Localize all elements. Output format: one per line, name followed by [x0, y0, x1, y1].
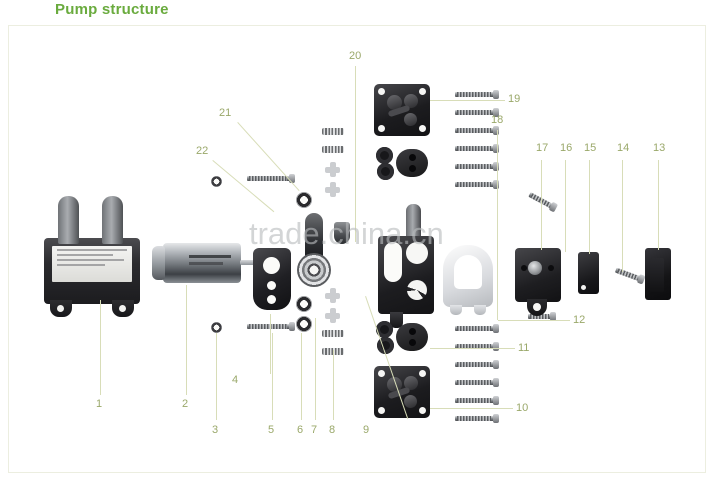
part-lower-valve-plate — [374, 366, 430, 418]
callout-label-18: 18 — [491, 114, 504, 126]
part-pump-assembly-body — [44, 196, 140, 317]
part-lower-screw-6 — [455, 414, 499, 423]
leader-line-7 — [315, 318, 316, 420]
part-cap-screw — [614, 267, 642, 282]
callout-label-3: 3 — [212, 424, 219, 436]
part-lower-screw-2 — [455, 342, 499, 351]
leader-line-13 — [658, 160, 659, 250]
callout-label-21: 21 — [219, 107, 232, 119]
part-long-screw-6 — [455, 180, 499, 189]
part-upper-diaphragm-gasket — [376, 146, 428, 180]
part-pump-manifold — [378, 236, 434, 328]
part-washer-lower-a — [296, 296, 312, 312]
part-spring-upper-a — [322, 128, 344, 135]
callout-label-4: 4 — [232, 374, 239, 386]
part-end-cap — [645, 248, 671, 300]
part-upper-valve-plate — [374, 84, 430, 136]
callout-label-15: 15 — [584, 142, 597, 154]
part-flat-washer-upper — [211, 176, 222, 187]
motor-shaft — [240, 260, 262, 265]
callout-label-11: 11 — [518, 342, 530, 354]
callout-label-19: 19 — [508, 93, 521, 105]
callout-label-10: 10 — [516, 402, 529, 414]
leader-line-14 — [622, 160, 623, 272]
part-spring-upper-b — [322, 146, 344, 153]
part-long-screw-3 — [455, 126, 499, 135]
part-lower-screw-3 — [455, 360, 499, 369]
part-bearing — [297, 253, 331, 287]
leader-line-12 — [498, 320, 570, 321]
pump-foot-right — [112, 300, 134, 317]
part-long-screw-2 — [455, 108, 499, 117]
part-manifold-riser — [406, 204, 421, 242]
leader-line-17 — [541, 160, 542, 250]
callout-label-7: 7 — [311, 424, 318, 436]
part-long-bolt-upper — [247, 174, 295, 183]
part-drive-lever — [305, 213, 323, 259]
callout-label-12: 12 — [573, 314, 586, 326]
part-lower-screw-1 — [455, 324, 499, 333]
part-cross-washer-upper-b — [325, 182, 340, 197]
part-cross-washer-upper-a — [325, 162, 340, 177]
leader-line-10 — [430, 408, 513, 409]
part-long-screw-5 — [455, 162, 499, 171]
part-dc-motor — [152, 243, 262, 283]
leader-line-5 — [272, 333, 273, 420]
leader-line-18 — [497, 130, 498, 320]
leader-line-8 — [333, 350, 334, 420]
part-eccentric-mount-plate — [253, 248, 291, 310]
pump-outlet-port — [102, 196, 123, 244]
leader-line-11 — [430, 348, 515, 349]
part-lower-screw-5 — [455, 396, 499, 405]
leader-line-20 — [355, 66, 356, 242]
callout-label-17: 17 — [536, 142, 549, 154]
leader-line-2 — [186, 285, 187, 395]
pump-nameplate — [52, 246, 132, 282]
part-lower-screw-4 — [455, 378, 499, 387]
part-pressure-switch-housing — [515, 248, 561, 316]
leader-line-1 — [100, 300, 101, 395]
page-title: Pump structure — [55, 1, 169, 18]
callout-label-8: 8 — [329, 424, 336, 436]
pump-foot-left — [50, 300, 72, 317]
callout-label-22: 22 — [196, 145, 209, 157]
part-long-bolt-lower — [247, 322, 295, 331]
callout-label-1: 1 — [96, 398, 103, 410]
part-spring-lower-a — [322, 330, 344, 337]
part-nozzle-cone — [334, 222, 350, 244]
part-washer-lower-b — [296, 316, 312, 332]
leader-line-6 — [301, 333, 302, 420]
motor-marking-line-2 — [189, 262, 223, 265]
callout-label-16: 16 — [560, 142, 573, 154]
part-cross-washer-lower-b — [325, 308, 340, 323]
part-flat-washer-lower — [211, 322, 222, 333]
leader-line-3 — [216, 333, 217, 420]
callout-label-6: 6 — [297, 424, 304, 436]
part-long-screw-1 — [455, 90, 499, 99]
leader-line-4 — [270, 314, 271, 374]
leader-line-16 — [565, 160, 566, 252]
callout-label-13: 13 — [653, 142, 666, 154]
pump-inlet-port — [58, 196, 79, 244]
part-washer-upper — [296, 192, 312, 208]
part-short-screw — [528, 312, 556, 321]
leader-line-15 — [589, 160, 590, 254]
callout-label-20: 20 — [349, 50, 362, 62]
motor-marking-line-1 — [189, 255, 231, 258]
callout-label-2: 2 — [182, 398, 189, 410]
part-terminal-block — [578, 252, 599, 294]
callout-label-14: 14 — [617, 142, 630, 154]
part-cross-washer-lower-a — [325, 288, 340, 303]
callout-label-5: 5 — [268, 424, 275, 436]
leader-line-19 — [430, 100, 505, 101]
callout-label-9: 9 — [363, 424, 370, 436]
part-clamp-bracket — [443, 245, 493, 315]
leader-line-22 — [212, 160, 275, 213]
motor-end-cap — [152, 246, 165, 280]
part-lower-diaphragm-gasket — [376, 320, 428, 354]
part-long-screw-4 — [455, 144, 499, 153]
